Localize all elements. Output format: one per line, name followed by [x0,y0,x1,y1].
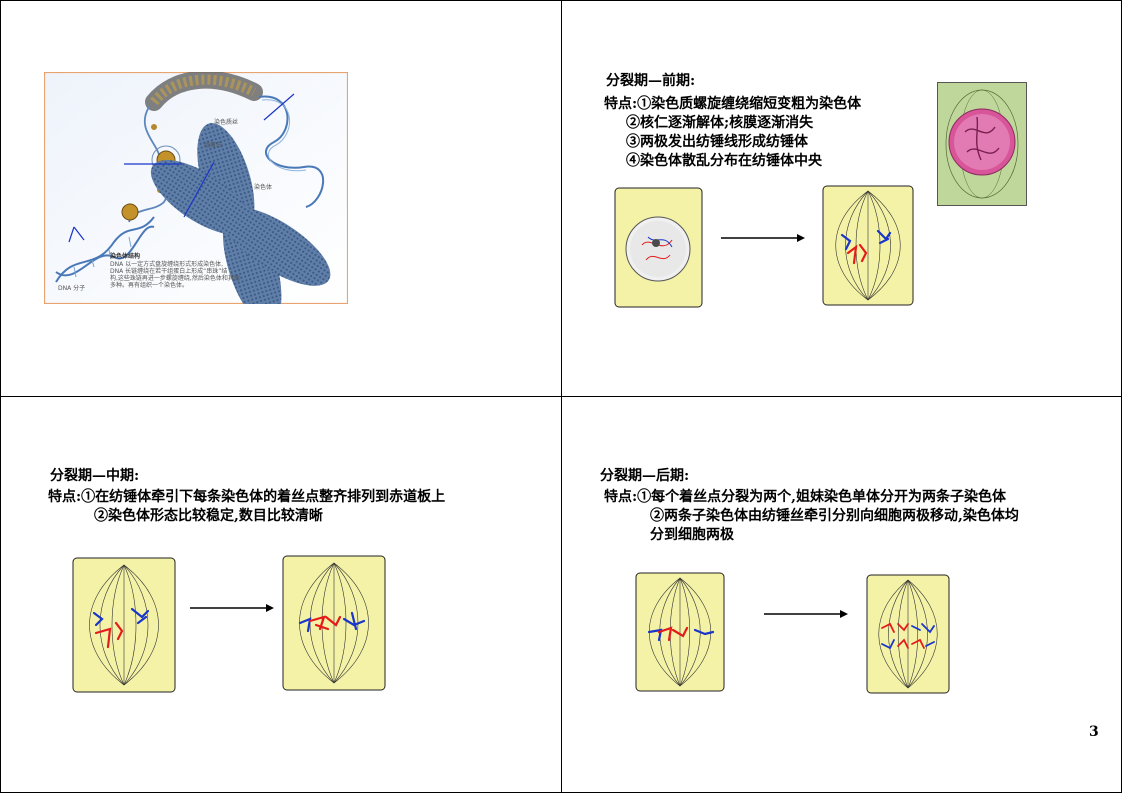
caption-line: DNA 以一定方式盘旋缠绕形式形成染色体, [110,260,223,268]
prophase-feature-3: ③两极发出纺锤线形成纺锤体 [626,134,808,150]
metaphase-arrow-svg [190,604,274,612]
caption-line: DNA 长链缠绕在若干组蛋白上形成“串珠”结 [110,267,227,275]
horizontal-divider [0,396,1122,397]
prophase-photo [937,82,1027,206]
metaphase-title: 分裂期—中期: [50,468,140,484]
chromosome-structure-figure: 染色质丝 组蛋白 染色体 DNA 分子 染色体结构 DNA 以一定方式盘旋缠绕形… [43,70,349,325]
label-histone: 组蛋白 [204,141,222,149]
label-dna: DNA 分子 [58,284,85,292]
anaphase-feature-3: 分到细胞两极 [650,527,734,543]
prophase-cell-after [820,183,916,308]
caption-line: 构,这些珠链再进一步螺旋缠绕,然后染色体和其他 [110,274,240,282]
anaphase-arrow [764,606,848,625]
anaphase-feature-1: 特点:①每个着丝点分裂为两个,姐妹染色单体分开为两条子染色体 [604,489,1007,505]
anaphase-arrow-svg [764,610,848,618]
anaphase-cell-before-svg [635,572,725,692]
prophase-arrow-svg [721,234,805,242]
prophase-arrow [721,230,805,249]
chromosome-structure-svg: 染色质丝 组蛋白 染色体 DNA 分子 染色体结构 DNA 以一定方式盘旋缠绕形… [43,70,349,325]
label-chromatin: 染色质丝 [214,118,238,126]
anaphase-cell-before [633,570,727,694]
prophase-feature-2: ②核仁逐渐解体;核膜逐渐消失 [626,115,814,131]
metaphase-cell-before [70,555,178,695]
page-number: 3 [1089,724,1099,740]
prophase-photo-svg [937,82,1027,206]
metaphase-feature-2: ②染色体形态比较稳定,数目比较清晰 [94,508,323,524]
metaphase-feature-1: 特点:①在纺锤体牵引下每条染色体的着丝点整齐排列到赤道板上 [48,489,446,505]
caption-title: 染色体结构 [109,252,140,260]
prophase-feature-4: ④染色体散乱分布在纺锤体中央 [626,153,822,169]
metaphase-cell-after-svg [282,555,386,691]
metaphase-cell-after [280,553,388,693]
prophase-cell-before-svg [614,187,703,308]
anaphase-title: 分裂期—后期: [600,468,690,484]
anaphase-cell-after [864,572,952,696]
metaphase-arrow [190,600,274,619]
label-chromosome: 染色体 [254,183,272,191]
metaphase-cell-before-svg [72,557,176,693]
prophase-feature-1: 特点:①染色质螺旋缠绕缩短变粗为染色体 [604,96,862,112]
anaphase-feature-2: ②两条子染色体由纺锤丝牵引分别向细胞两极移动,染色体均 [650,508,1019,524]
anaphase-cell-after-svg [866,574,950,694]
prophase-title: 分裂期—前期: [606,73,696,89]
prophase-cell-before [612,185,705,310]
prophase-cell-after-svg [822,185,914,306]
caption-line: 多种。再有组织一个染色体。 [110,281,188,289]
